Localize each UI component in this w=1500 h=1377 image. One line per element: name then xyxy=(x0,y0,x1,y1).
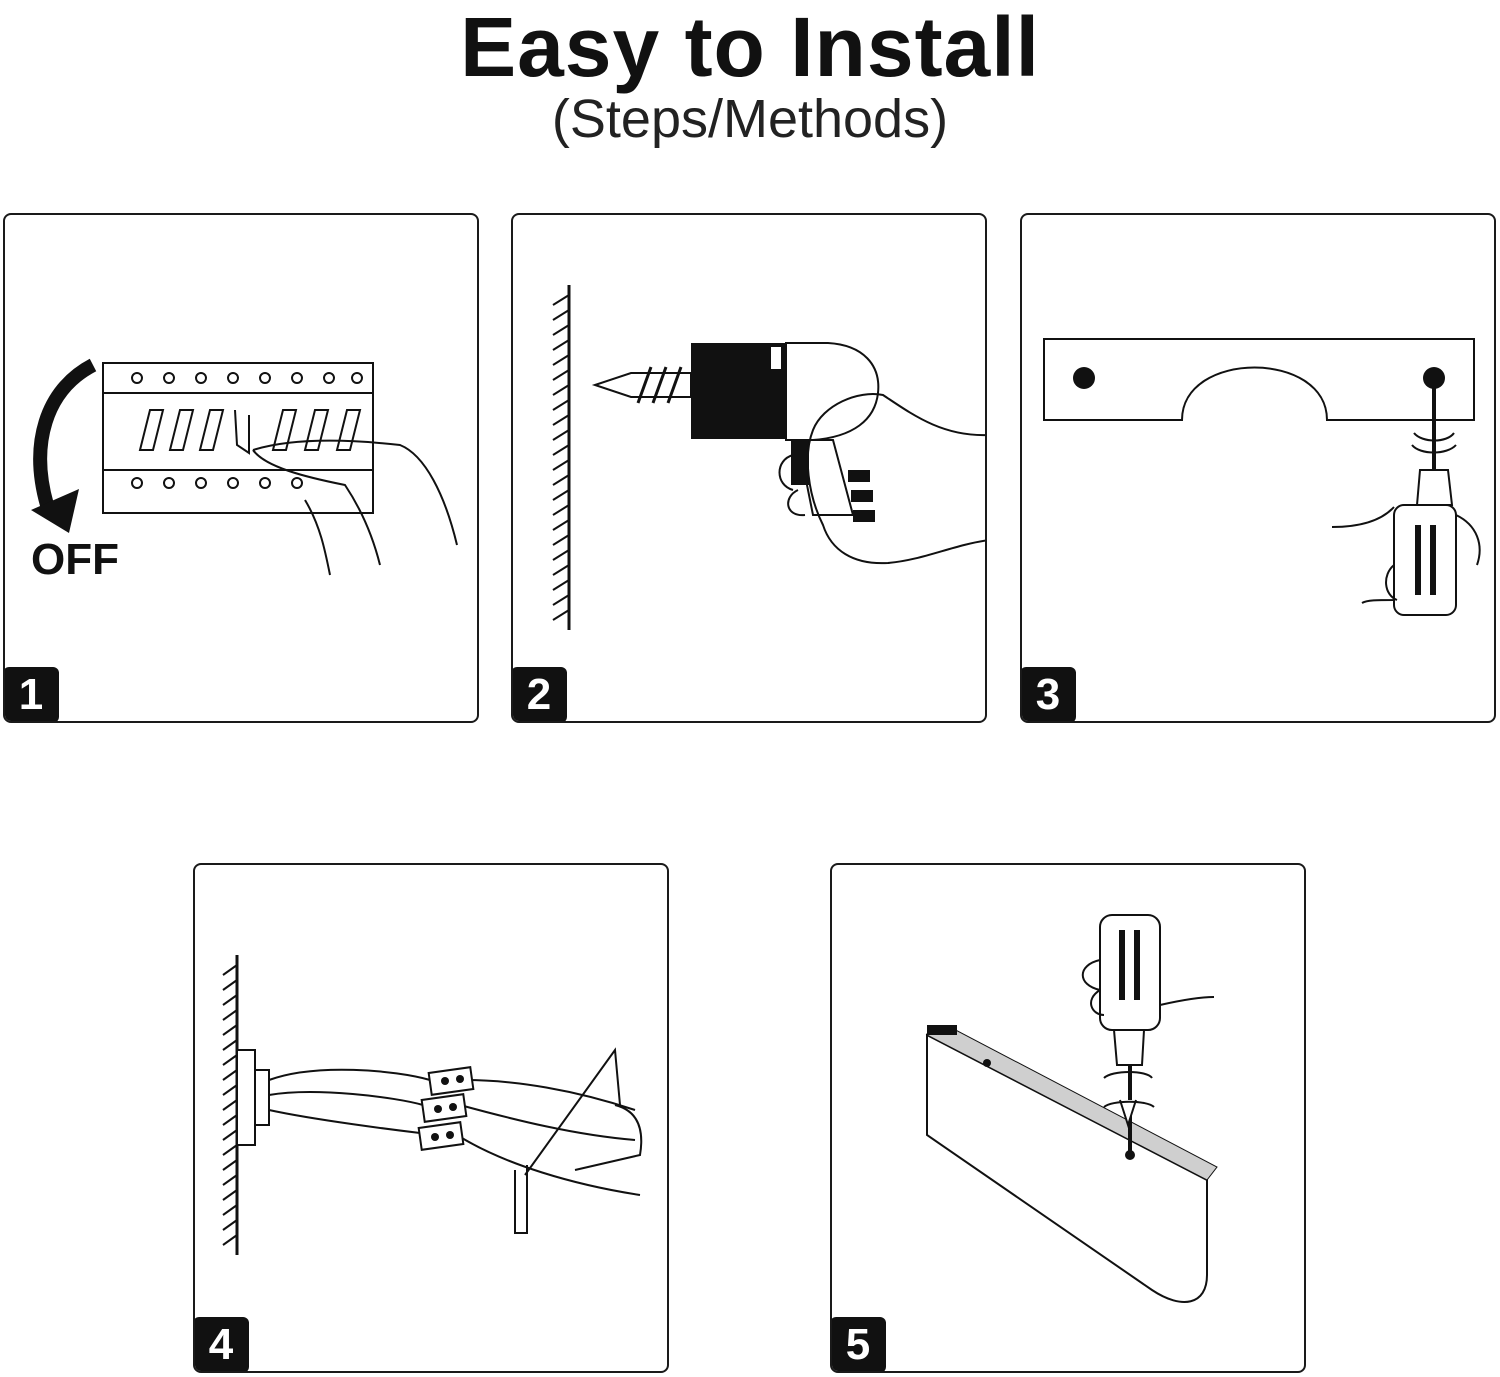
step-5-panel: 5 xyxy=(830,863,1306,1373)
step-3-badge: 3 xyxy=(1022,667,1076,721)
page-title: Easy to Install xyxy=(460,0,1040,94)
off-label: OFF xyxy=(31,535,119,584)
step-4-panel: 4 xyxy=(193,863,669,1373)
breaker-switch-illustration xyxy=(31,358,458,576)
wiring-illustration xyxy=(222,955,643,1255)
step-2-panel: 2 xyxy=(511,213,987,723)
step-1-badge: 1 xyxy=(5,667,59,721)
drill-illustration xyxy=(552,285,985,630)
step-1-panel: OFF 1 xyxy=(3,213,479,723)
step-2-badge: 2 xyxy=(513,667,567,721)
page-subtitle: (Steps/Methods) xyxy=(551,89,949,149)
step-3-panel: 3 xyxy=(1020,213,1496,723)
step-5-badge: 5 xyxy=(832,1317,886,1371)
step-4-badge: 4 xyxy=(195,1317,249,1371)
mounting-plate-illustration xyxy=(1043,338,1481,616)
fixture-mount-illustration xyxy=(925,914,1218,1303)
